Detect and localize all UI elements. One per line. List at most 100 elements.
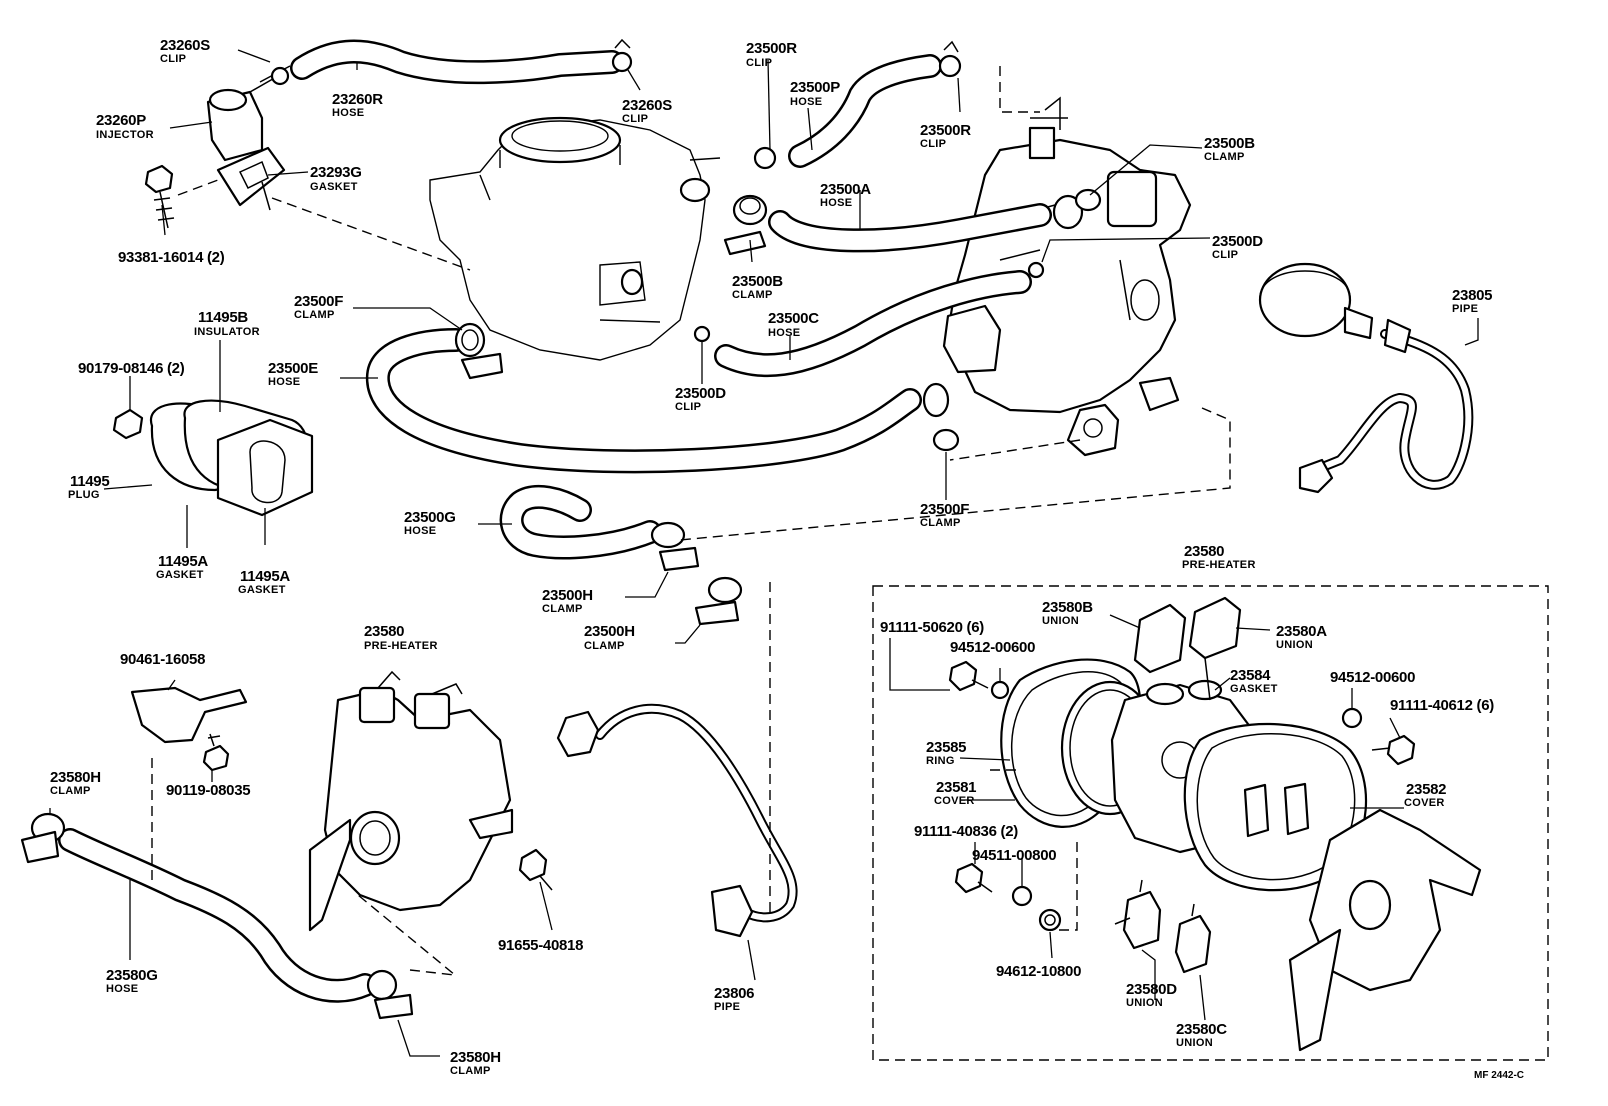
label-23500b-b-number: 23500B [732,273,783,290]
label-23500h-b-number: 23500H [584,623,635,640]
label-23805-number: 23805 [1452,287,1492,304]
label-90119-number: 90119-08035 [166,782,250,799]
label-23585-desc: RING [926,755,955,767]
label-11495a-b-number: 11495A [240,568,290,585]
preheater-breakdown [948,596,1482,1052]
label-23580h-b-number: 23580H [450,1049,501,1066]
label-23500d-a-number: 23500D [1212,233,1263,250]
label-23500r-a-number: 23500R [746,40,797,57]
label-23500c-number: 23500C [768,310,819,327]
label-23260p-number: 23260P [96,112,146,129]
label-11495b-desc: INSULATOR [194,326,260,338]
label-23500r-b-number: 23500R [920,122,971,139]
label-23500h-b-desc: CLAMP [584,640,625,652]
label-23260r-desc: HOSE [332,107,364,119]
label-23500f-a-desc: CLAMP [294,309,335,321]
label-23500p-number: 23500P [790,79,840,96]
label-23500r-a-desc: CLIP [746,57,772,69]
hoses [58,39,1052,1003]
carburetor-outline [429,116,721,361]
label-23293g-number: 23293G [310,164,362,181]
label-23580a-desc: UNION [1276,639,1313,651]
label-23581-desc: COVER [934,795,975,807]
label-91111-50620-number: 91111-50620 (6) [880,619,984,636]
label-23260p-desc: INJECTOR [96,129,154,141]
label-23584-number: 23584 [1230,667,1271,684]
label-23585-number: 23585 [926,739,966,756]
label-23581-number: 23581 [936,779,976,796]
label-23500b-a-desc: CLAMP [1204,151,1245,163]
label-23500g-number: 23500G [404,509,456,526]
label-11495-desc: PLUG [68,489,100,501]
label-23260s-b-number: 23260S [622,97,672,114]
label-91111-40836-number: 91111-40836 (2) [914,823,1018,840]
label-23580-b-desc: PRE-HEATER [364,640,438,652]
label-23260s-a-number: 23260S [160,37,210,54]
small-parts [20,38,1412,1020]
label-23500f-b-number: 23500F [920,501,969,518]
label-23805-desc: PIPE [1452,303,1478,315]
label-23500g-desc: HOSE [404,525,436,537]
label-91111-40612-number: 91111-40612 (6) [1390,697,1494,714]
reference-code: MF 2442-C [1474,1070,1524,1081]
label-11495a-b-desc: GASKET [238,584,286,596]
label-23580c-desc: UNION [1176,1037,1213,1049]
label-90461-number: 90461-16058 [120,651,205,668]
label-23580g-number: 23580G [106,967,158,984]
label-90179-number: 90179-08146 (2) [78,360,185,377]
label-23806-number: 23806 [714,985,754,1002]
label-23500a-desc: HOSE [820,197,852,209]
label-23580a-number: 23580A [1276,623,1327,640]
label-23580b-number: 23580B [1042,599,1093,616]
label-93381-number: 93381-16014 (2) [118,249,225,266]
label-23806-desc: PIPE [714,1001,740,1013]
label-23580-a-desc: PRE-HEATER [1182,559,1256,571]
label-23500b-a-number: 23500B [1204,135,1255,152]
label-23580c-number: 23580C [1176,1021,1227,1038]
label-94512-b-number: 94512-00600 [1330,669,1415,686]
label-23582-number: 23582 [1406,781,1446,798]
label-23500e-desc: HOSE [268,376,300,388]
label-23293g-desc: GASKET [310,181,358,193]
label-23580-b-number: 23580 [364,623,404,640]
label-11495a-a-desc: GASKET [156,569,204,581]
label-23580d-desc: UNION [1126,997,1163,1009]
label-23582-desc: COVER [1404,797,1445,809]
label-23500f-a-number: 23500F [294,293,343,310]
label-94511-number: 94511-00800 [972,847,1056,864]
label-23580h-a-number: 23580H [50,769,101,786]
label-23500h-a-desc: CLAMP [542,603,583,615]
label-23500r-b-desc: CLIP [920,138,946,150]
label-23500b-b-desc: CLAMP [732,289,773,301]
label-94512-a-number: 94512-00600 [950,639,1035,656]
part-labels: 23260S CLIP 23260R HOSE 23260S CLIP 2326… [50,37,1524,1081]
label-23500e-number: 23500E [268,360,318,377]
label-91655-number: 91655-40818 [498,937,583,954]
leader-lines [49,49,1479,1057]
dashed-connections [151,66,1549,1061]
label-11495-number: 11495 [70,473,109,490]
label-23260r-number: 23260R [332,91,383,108]
label-23580h-b-desc: CLAMP [450,1065,491,1077]
label-23584-desc: GASKET [1230,683,1278,695]
label-94612-number: 94612-10800 [996,963,1081,980]
label-23580h-a-desc: CLAMP [50,785,91,797]
label-23260s-a-desc: CLIP [160,53,186,65]
label-23500p-desc: HOSE [790,96,822,108]
label-23580g-desc: HOSE [106,983,138,995]
label-23500f-b-desc: CLAMP [920,517,961,529]
label-23500a-number: 23500A [820,181,871,198]
vaporizer-body [942,96,1192,457]
label-23580b-desc: UNION [1042,615,1079,627]
label-23500c-desc: HOSE [768,327,800,339]
pipes [595,329,1474,923]
label-23260s-b-desc: CLIP [622,113,648,125]
label-23500d-a-desc: CLIP [1212,249,1238,261]
label-11495a-a-number: 11495A [158,553,208,570]
label-23500h-a-number: 23500H [542,587,593,604]
label-23580d-number: 23580D [1126,981,1177,998]
label-23500d-b-number: 23500D [675,385,726,402]
label-23500d-b-desc: CLIP [675,401,701,413]
label-11495b-number: 11495B [198,309,248,326]
